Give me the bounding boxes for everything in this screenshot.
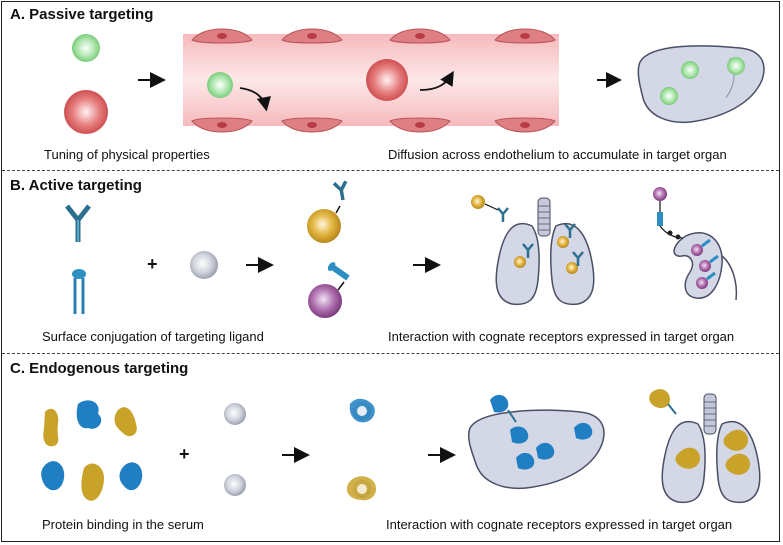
protein-corona-particles <box>346 398 377 501</box>
caption-physical-properties: Tuning of physical properties <box>44 147 210 162</box>
divider-a-b <box>2 170 779 171</box>
lungs-organ-b <box>471 195 595 306</box>
panel-a-title: A. Passive targeting <box>10 6 154 23</box>
blood-vessel <box>183 28 559 133</box>
caption-cognate-receptors-b: Interaction with cognate receptors expre… <box>388 329 735 344</box>
divider-b-c <box>2 353 779 354</box>
serum-proteins <box>41 400 143 501</box>
liver-organ <box>637 45 765 124</box>
peptide-ligand-icon <box>72 269 86 314</box>
panel-b-title: B. Active targeting <box>10 177 142 194</box>
nanoparticle-c1 <box>224 403 246 425</box>
caption-cognate-receptors-c: Interaction with cognate receptors expre… <box>386 517 733 532</box>
caption-surface-conjugation: Surface conjugation of targeting ligand <box>42 329 264 344</box>
plus-sign-b: + <box>147 254 158 274</box>
plus-sign-c: + <box>179 444 190 464</box>
liver-organ-c <box>467 394 605 490</box>
caption-diffusion: Diffusion across endothelium to accumula… <box>388 147 727 162</box>
panel-c-title: C. Endogenous targeting <box>10 360 189 377</box>
caption-protein-binding: Protein binding in the serum <box>42 517 204 532</box>
lungs-organ-c <box>649 389 761 504</box>
antibody-conjugated-particle <box>307 180 348 243</box>
nanoparticle-c2 <box>224 474 246 496</box>
small-nanoparticle <box>72 34 100 62</box>
kidney-organ <box>653 187 738 301</box>
peptide-conjugated-particle <box>308 262 350 318</box>
nanoparticle-b <box>190 251 218 279</box>
large-nanoparticle <box>64 90 108 134</box>
antibody-ligand-icon <box>67 206 89 242</box>
